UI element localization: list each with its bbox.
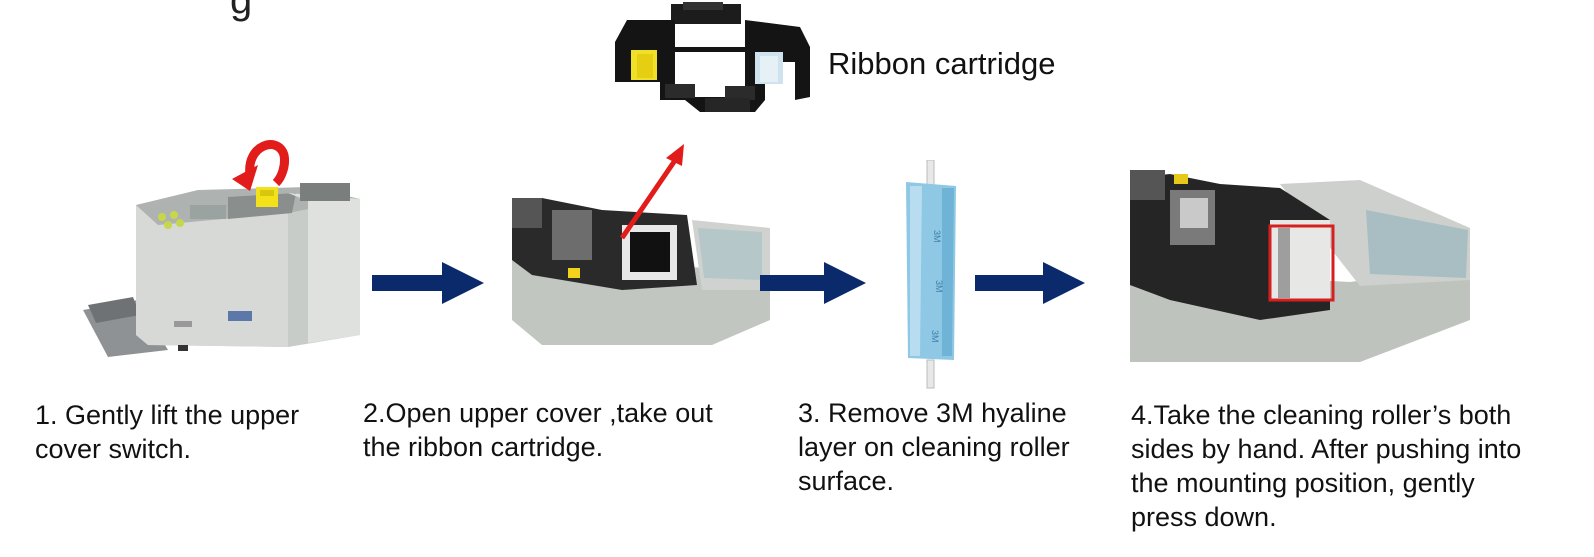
right-arrow-icon	[975, 262, 1085, 304]
ribbon-cartridge-label: Ribbon cartridge	[828, 46, 1056, 81]
cleaning-roller-image: 3M 3M 3M	[896, 160, 966, 390]
step2-caption: 2.Open upper cover ,take out the ribbon …	[363, 398, 713, 462]
step1-caption: 1. Gently lift the upper cover switch.	[35, 400, 300, 464]
roller-position-highlight	[1268, 224, 1335, 302]
page-title-fragment: g	[230, 0, 253, 22]
step1-printer-image	[78, 135, 368, 360]
roller-marking: 3M	[930, 330, 940, 343]
right-arrow-icon	[760, 262, 866, 304]
step3-caption: 3. Remove 3M hyaline layer on cleaning r…	[798, 398, 1070, 496]
ribbon-cartridge-image	[605, 2, 820, 117]
roller-marking: 3M	[934, 280, 944, 293]
roller-marking: 3M	[932, 230, 942, 243]
right-arrow-icon	[372, 262, 484, 304]
step2-open-printer-image	[512, 140, 772, 355]
step4-printer-image	[1130, 170, 1475, 365]
step4-caption: 4.Take the cleaning roller’s both sides …	[1131, 400, 1522, 532]
